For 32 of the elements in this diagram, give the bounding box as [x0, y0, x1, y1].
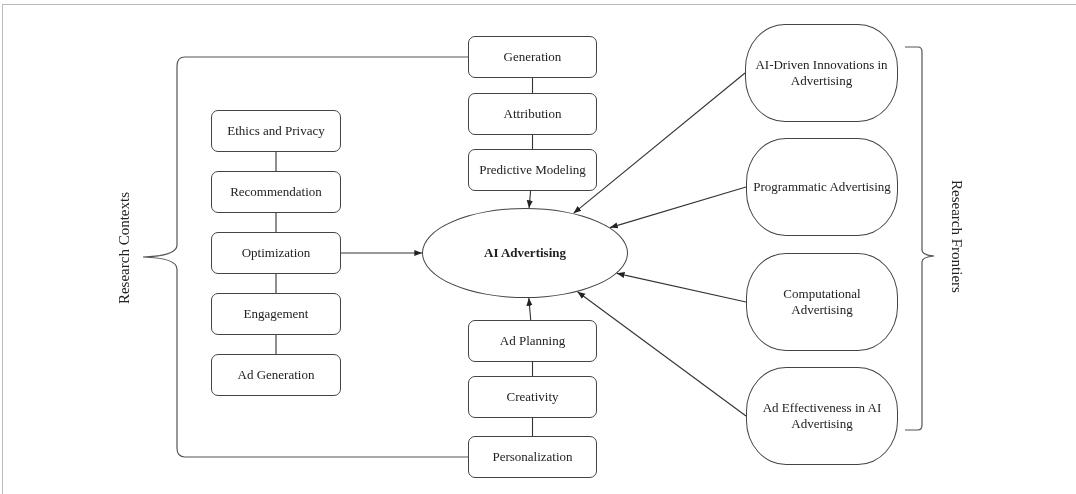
process-box: Ad Planning — [468, 320, 597, 362]
process-box: Creativity — [468, 376, 597, 418]
connector-line — [275, 273, 277, 294]
process-box: Ethics and Privacy — [211, 110, 341, 152]
process-box: Predictive Modeling — [468, 149, 597, 191]
connector-line — [531, 417, 534, 437]
process-box: Ad Generation — [211, 354, 341, 396]
connector-line — [275, 151, 277, 172]
process-box: Generation — [468, 36, 597, 78]
arrow — [526, 190, 533, 209]
process-box: Attribution — [468, 93, 597, 135]
rounded-box: Ad Effectiveness in AI Advertising — [746, 367, 898, 465]
arrow — [526, 297, 533, 321]
process-box: Personalization — [468, 436, 597, 478]
bracket-label: Research Frontiers — [948, 180, 965, 293]
central-ellipse: AI Advertising — [422, 208, 628, 298]
connector-line — [531, 361, 534, 377]
rounded-box: Programmatic Advertising — [746, 138, 898, 236]
process-box: Recommendation — [211, 171, 341, 213]
arrow — [576, 291, 747, 417]
connector-line — [275, 212, 277, 233]
connector-line — [275, 334, 277, 355]
process-box: Optimization — [211, 232, 341, 274]
process-box: Engagement — [211, 293, 341, 335]
arrow — [340, 249, 423, 257]
rounded-box: AI-Driven Innovations in Advertising — [745, 24, 898, 122]
bracket-label: Research Contexts — [116, 192, 133, 305]
arrow — [572, 72, 746, 214]
connector-line — [531, 134, 534, 150]
arrow — [616, 272, 747, 303]
rounded-box: Computational Advertising — [746, 253, 898, 351]
arrow — [609, 186, 747, 229]
